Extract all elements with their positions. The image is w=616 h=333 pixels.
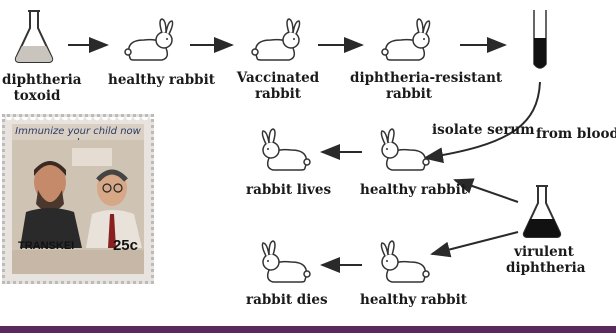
toxoid-flask-icon — [12, 8, 56, 64]
rabbit-icon-lives — [253, 128, 317, 176]
label-rabbit-lives: rabbit lives — [246, 182, 326, 198]
label-rabbit-dies: rabbit dies — [246, 292, 326, 308]
label-healthy-rabbit-mid: healthy rabbit — [360, 182, 456, 198]
rabbit-icon-healthy-mid — [372, 128, 436, 176]
postage-stamp: Immunize your child now ! TRANSKEI 25c — [2, 114, 154, 284]
label-healthy-rabbit-bottom: healthy rabbit — [360, 292, 456, 308]
rabbit-icon-healthy-bottom — [372, 240, 436, 288]
virulent-flask-icon — [520, 183, 564, 239]
stamp-artwork: Immunize your child now ! TRANSKEI 25c — [12, 124, 144, 274]
stamp-value: 25c — [113, 237, 138, 254]
label-from-blood: from blood — [536, 126, 616, 142]
rabbit-icon-dies — [253, 240, 317, 288]
rabbit-icon-vaccinated — [245, 18, 309, 66]
stamp-country: TRANSKEI — [18, 240, 74, 252]
footer-bar — [0, 326, 616, 333]
rabbit-icon-resistant — [375, 18, 439, 66]
test-tube-icon — [528, 8, 552, 74]
rabbit-icon-healthy — [118, 18, 182, 66]
label-healthy-rabbit-top: healthy rabbit — [108, 72, 204, 88]
label-isolate-serum: isolate serum — [432, 122, 535, 138]
